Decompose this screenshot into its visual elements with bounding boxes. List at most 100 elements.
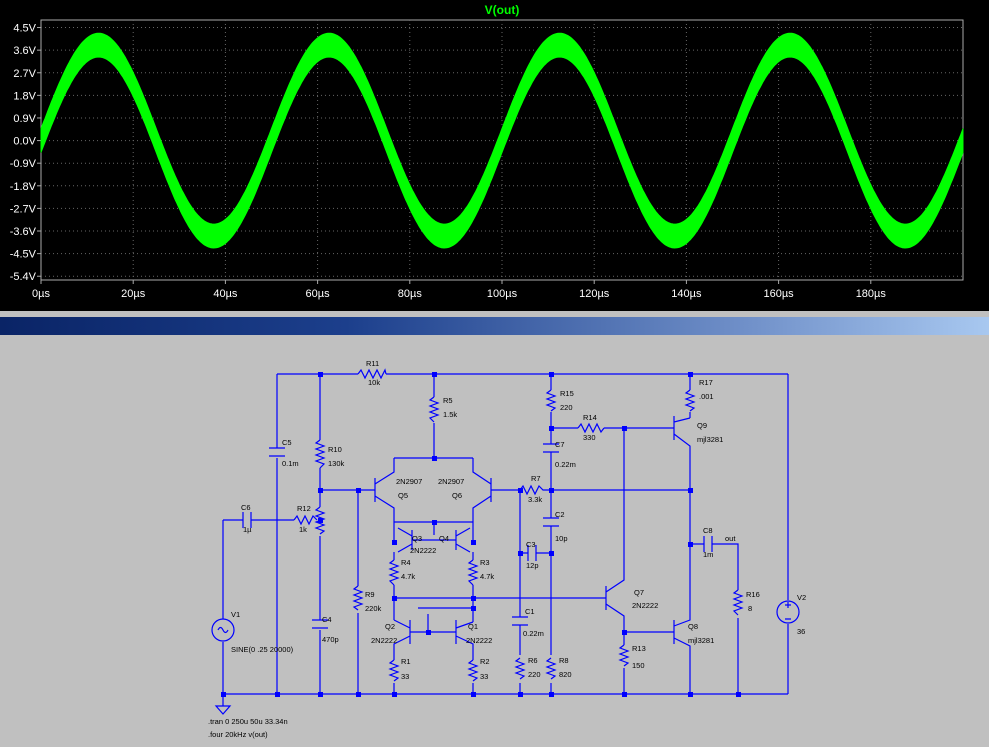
- model-q2: 2N2222: [371, 636, 397, 645]
- trace-name-label[interactable]: V(out): [485, 3, 520, 17]
- model-q7: 2N2222: [632, 601, 658, 610]
- resistor-r12[interactable]: [293, 514, 318, 526]
- label-q7: Q7: [634, 588, 644, 597]
- model-q8: mjl3281: [688, 636, 714, 645]
- transistor-q8[interactable]: [670, 544, 691, 694]
- transistor-q6[interactable]: [472, 458, 520, 522]
- label-r12: R12: [297, 504, 311, 513]
- value-v1: SINE(0 .25 20000): [231, 645, 294, 654]
- transistor-q7[interactable]: [600, 428, 625, 632]
- label-c5: C5: [282, 438, 292, 447]
- value-c7: 0.22m: [555, 460, 576, 469]
- transistor-q2[interactable]: [393, 598, 411, 655]
- directive-four[interactable]: .four 20kHz v(out): [208, 730, 268, 739]
- label-r10: R10: [328, 445, 342, 454]
- label-q9: Q9: [697, 421, 707, 430]
- label-c2: C2: [555, 510, 565, 519]
- y-tick-label: -2.7V: [10, 203, 37, 215]
- capacitor-c8[interactable]: [703, 536, 713, 552]
- transistor-q9[interactable]: [670, 416, 691, 544]
- resistor-r14[interactable]: [577, 422, 605, 434]
- model-q9: mjl3281: [697, 435, 723, 444]
- value-c1: 0.22m: [523, 629, 544, 638]
- resistor-r7[interactable]: [519, 484, 551, 496]
- value-c5: 0.1m: [282, 459, 299, 468]
- schematic-window-title-bar[interactable]: [0, 317, 989, 335]
- waveform-plot[interactable]: V(out) 4.5V3.6V2.7V1.8V0.9V0.0V-0.9V-1.8…: [0, 0, 989, 311]
- value-r7: 3.3k: [528, 495, 542, 504]
- x-tick-label: 20µs: [121, 288, 146, 300]
- value-r8: 820: [559, 670, 572, 679]
- capacitor-c3[interactable]: [527, 545, 537, 561]
- value-c2: 10p: [555, 534, 568, 543]
- label-r3: R3: [480, 558, 490, 567]
- label-r13: R13: [632, 644, 646, 653]
- capacitor-c7[interactable]: [543, 443, 559, 453]
- transistor-q5[interactable]: [358, 458, 395, 522]
- transistor-q4[interactable]: [455, 527, 471, 553]
- sine-icon: [217, 626, 229, 634]
- resistor-r8[interactable]: [545, 657, 557, 680]
- x-tick-label: 140µs: [671, 288, 702, 300]
- model-q1: 2N2222: [466, 636, 492, 645]
- resistor-r15[interactable]: [545, 389, 557, 412]
- resistor-r13[interactable]: [618, 644, 630, 667]
- junction-dots: [221, 372, 741, 697]
- source-v2[interactable]: [776, 600, 800, 624]
- schematic-pane[interactable]: R11 10k R5 1.5k R15 220 R17 .001 R14 330…: [0, 335, 989, 742]
- x-tick-label: 60µs: [306, 288, 331, 300]
- label-q5: Q5: [398, 491, 408, 500]
- schematic-canvas[interactable]: R11 10k R5 1.5k R15 220 R17 .001 R14 330…: [0, 335, 989, 742]
- resistor-r10[interactable]: [314, 439, 326, 469]
- capacitor-c6[interactable]: [242, 512, 252, 528]
- resistor-r3[interactable]: [467, 559, 479, 586]
- trace-band: [40, 32, 964, 249]
- y-tick-label: 3.6V: [13, 45, 36, 57]
- label-r16: R16: [746, 590, 760, 599]
- y-tick-label: -1.8V: [10, 181, 37, 193]
- x-tick-label: 160µs: [763, 288, 794, 300]
- resistor-r1[interactable]: [388, 659, 400, 682]
- value-c4: 470p: [322, 635, 339, 644]
- value-r11: 10k: [368, 378, 380, 387]
- label-q4: Q4: [439, 534, 449, 543]
- y-tick-label: 0.9V: [13, 113, 36, 125]
- value-r6: 220: [528, 670, 541, 679]
- label-r1: R1: [401, 657, 411, 666]
- capacitor-c4[interactable]: [312, 619, 328, 629]
- x-tick-label: 100µs: [487, 288, 518, 300]
- source-v1[interactable]: [211, 618, 235, 642]
- pane-splitter[interactable]: [0, 311, 989, 317]
- capacitor-c1[interactable]: [512, 616, 528, 626]
- label-r5: R5: [443, 396, 453, 405]
- value-c8: 1m: [703, 550, 713, 559]
- resistor-r6[interactable]: [514, 657, 526, 680]
- directive-tran[interactable]: .tran 0 250u 50u 33.34n: [208, 717, 288, 726]
- transistor-q1[interactable]: [455, 608, 474, 655]
- model-q3q4: 2N2222: [410, 546, 436, 555]
- resistor-r11[interactable]: [357, 368, 387, 380]
- y-tick-label: 0.0V: [13, 136, 36, 148]
- label-q3: Q3: [412, 534, 422, 543]
- resistor-r16[interactable]: [732, 589, 744, 616]
- wire-r1-r2: [393, 655, 474, 694]
- capacitor-c5[interactable]: [269, 447, 285, 457]
- resistor-r9[interactable]: [352, 585, 364, 611]
- model-q5: 2N2907: [396, 477, 422, 486]
- label-c1: C1: [525, 607, 535, 616]
- label-r15: R15: [560, 389, 574, 398]
- label-q1: Q1: [468, 622, 478, 631]
- label-r11: R11: [366, 359, 379, 368]
- resistor-r17[interactable]: [684, 389, 696, 412]
- value-v2: 36: [797, 627, 805, 636]
- resistor-r4[interactable]: [388, 559, 400, 586]
- label-q2: Q2: [385, 622, 395, 631]
- wire-r3-r4: [393, 552, 474, 608]
- trace-v-out: [40, 32, 964, 249]
- value-r3: 4.7k: [480, 572, 494, 581]
- resistor-r5[interactable]: [428, 396, 440, 423]
- resistor-r2[interactable]: [467, 659, 479, 682]
- capacitor-c2[interactable]: [543, 517, 559, 527]
- label-c3: C3: [526, 540, 536, 549]
